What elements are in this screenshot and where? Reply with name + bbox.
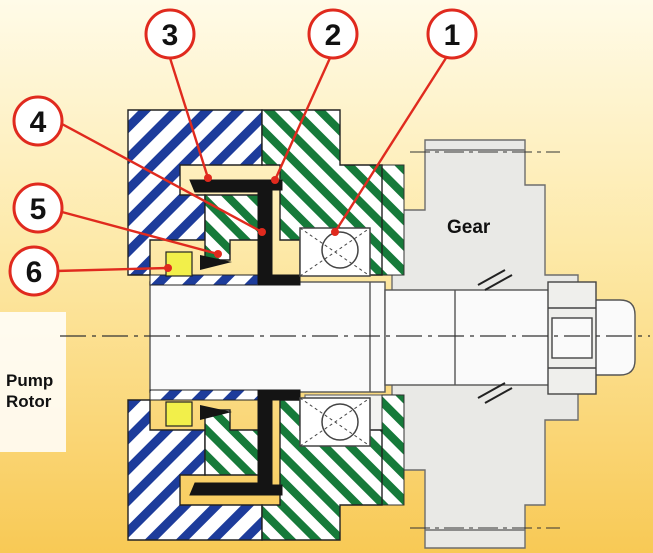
callout-1-number: 1 [444, 19, 461, 52]
yellow-spacer-top [165, 251, 193, 277]
callout-2: 2 [307, 8, 359, 60]
yellow-spacer-bottom [165, 401, 193, 427]
shaft-nut [547, 281, 597, 395]
pump-rotor-label-line2: Rotor [6, 392, 52, 411]
pump-housing-blue [127, 109, 263, 541]
pump-rotor-label-line1: Pump [6, 371, 53, 390]
callout-6-number: 6 [26, 256, 43, 289]
callout-4: 4 [12, 95, 64, 147]
callout-dots [164, 174, 339, 272]
callout-leaders [55, 57, 448, 273]
callout-2-number: 2 [325, 19, 342, 52]
white-panel-left [0, 312, 66, 452]
gear-label: Gear [447, 217, 491, 238]
bearing-cross-lines [299, 227, 371, 447]
callout-6: 6 [8, 245, 60, 297]
housing-strip-right-bottom [381, 394, 405, 506]
housing-strip-right [381, 164, 405, 276]
callout-5-number: 5 [30, 193, 47, 226]
shaft [149, 281, 636, 393]
gear-slot [477, 269, 513, 404]
callout-3: 3 [144, 8, 196, 60]
callout-3-number: 3 [162, 19, 179, 52]
seal-spring [200, 255, 232, 420]
callout-4-number: 4 [30, 106, 47, 139]
callout-1: 1 [426, 8, 478, 60]
callout-5: 5 [12, 182, 64, 234]
